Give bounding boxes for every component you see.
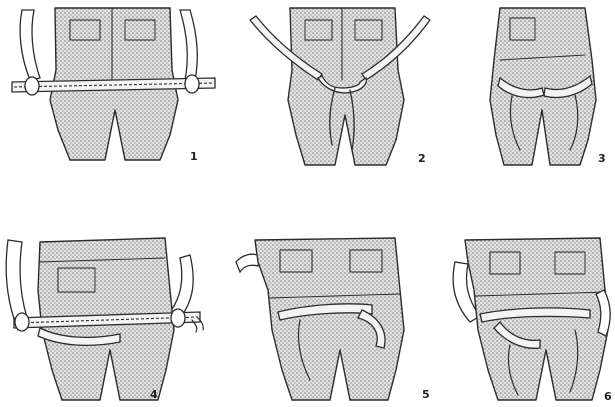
- step-number-label: 1: [190, 150, 198, 163]
- step-5-panel: 5: [236, 238, 430, 401]
- step-2-panel: 2: [250, 8, 430, 165]
- step-number-label: 5: [422, 388, 430, 401]
- step-1-panel: 1: [12, 8, 215, 163]
- right-arm-illustration: [180, 10, 197, 80]
- step-number-label: 2: [418, 152, 426, 165]
- step-6-panel: 6: [453, 238, 612, 403]
- step-number-label: 6: [604, 390, 612, 403]
- left-arm-illustration: [236, 254, 260, 272]
- left-arm-illustration: [20, 10, 40, 80]
- step-number-label: 3: [598, 152, 606, 165]
- right-arm-illustration: [170, 255, 193, 318]
- step-4-panel: 4: [6, 238, 203, 401]
- step-3-panel: 3: [490, 8, 606, 165]
- step-number-label: 4: [150, 388, 158, 401]
